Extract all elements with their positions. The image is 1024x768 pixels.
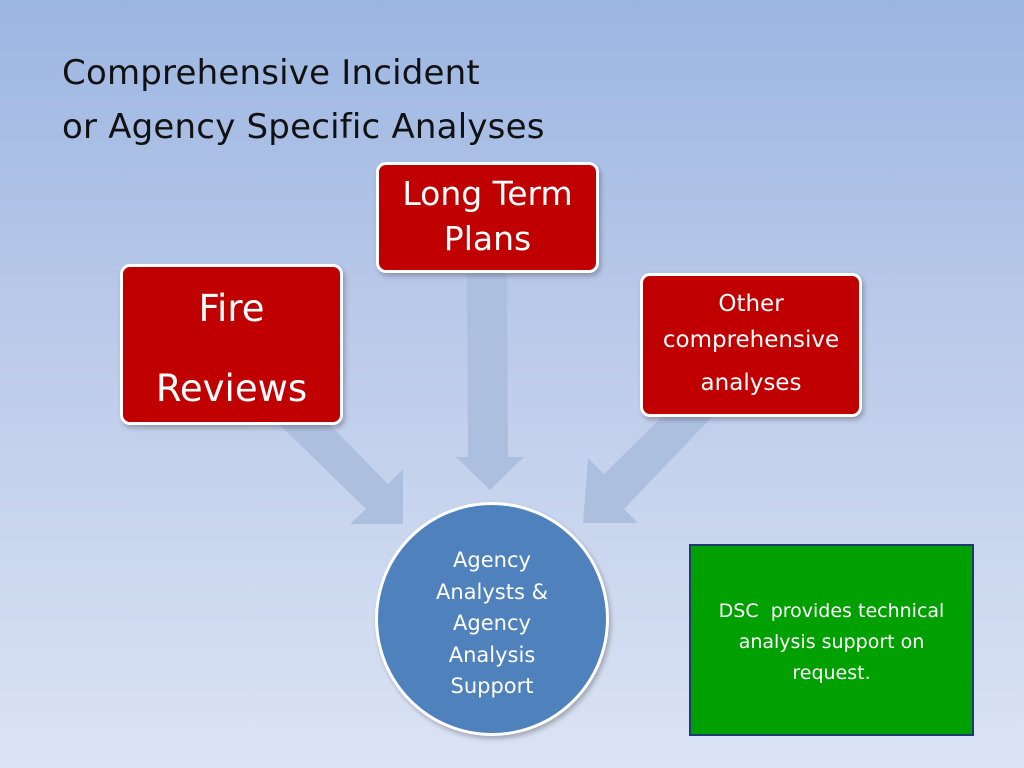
slide-title: Comprehensive Incident or Agency Specifi… bbox=[62, 46, 545, 154]
long-term-plans-line-2: Plans bbox=[443, 219, 532, 258]
slide-title-line-2: or Agency Specific Analyses bbox=[62, 107, 545, 147]
dsc-note-line-1: DSC provides technical bbox=[718, 600, 945, 622]
slide-title-line-1: Comprehensive Incident bbox=[62, 53, 480, 93]
dsc-note-line-2: analysis support on bbox=[738, 631, 925, 653]
dsc-support-note: DSC provides technical analysis support … bbox=[689, 544, 974, 736]
fire-reviews-line-2: Reviews bbox=[155, 367, 308, 410]
fire-reviews-box: Fire Reviews bbox=[120, 264, 343, 425]
agency-analysts-line-3: Agency bbox=[453, 611, 531, 635]
other-analyses-box: Other comprehensive analyses bbox=[640, 273, 862, 417]
agency-analysts-line-4: Analysis bbox=[448, 642, 536, 667]
arrow-from-fire-reviews bbox=[280, 425, 403, 524]
fire-reviews-line-1: Fire bbox=[198, 287, 265, 330]
agency-analysts-line-5: Support bbox=[450, 674, 534, 698]
long-term-plans-line-1: Long Term bbox=[402, 174, 573, 213]
other-analyses-line-1: Other bbox=[718, 291, 784, 317]
other-analyses-line-2: comprehensive bbox=[662, 327, 840, 353]
other-analyses-line-3: analyses bbox=[700, 370, 802, 396]
agency-analysts-circle: Agency Analysts & Agency Analysis Suppor… bbox=[375, 502, 609, 736]
agency-analysts-line-2: Analysts & bbox=[436, 579, 548, 604]
agency-analysts-text: Agency Analysts & Agency Analysis Suppor… bbox=[378, 545, 606, 703]
arrow-from-long-term-plans bbox=[456, 270, 524, 490]
arrow-from-other-analyses bbox=[583, 417, 712, 523]
dsc-note-line-3: request. bbox=[792, 662, 871, 684]
long-term-plans-box: Long Term Plans bbox=[376, 162, 599, 273]
agency-analysts-line-1: Agency bbox=[453, 548, 531, 572]
